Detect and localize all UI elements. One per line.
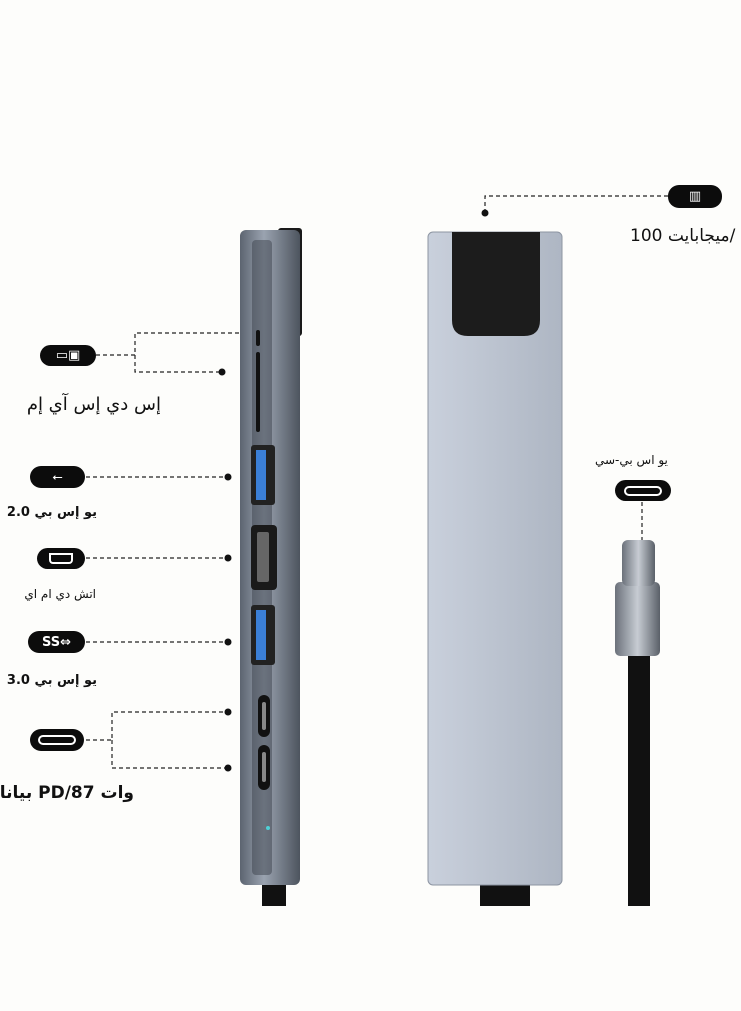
led-indicator bbox=[266, 826, 270, 830]
usb-c-icon bbox=[30, 729, 84, 751]
hub-top-view bbox=[427, 231, 563, 906]
leader-dots bbox=[218, 209, 489, 772]
hdmi-label: اتش دي ام اي bbox=[24, 587, 96, 601]
usb-superspeed-icon: SS⇔ bbox=[28, 631, 85, 653]
hub-side-view bbox=[240, 228, 302, 906]
hdmi-icon bbox=[37, 548, 85, 569]
microsd-slot bbox=[256, 330, 260, 346]
sd-card-icon: ▭▣ bbox=[40, 345, 96, 366]
usbc-input-label: يو اس بي-سي bbox=[595, 453, 668, 467]
usb3-label: يو إس بي 3.0 bbox=[6, 673, 97, 688]
usb2-label: يو إس بي 2.0 bbox=[6, 505, 97, 520]
sd-slot bbox=[256, 352, 260, 432]
usbc-input-cable bbox=[615, 540, 660, 906]
ethernet-icon: ▥ bbox=[668, 185, 722, 208]
ethernet-port bbox=[452, 232, 540, 336]
leader-lines bbox=[86, 195, 668, 769]
ethernet-label: 100 ميجابايت/ bbox=[630, 226, 736, 246]
usbc-pd-label: وات PD/87 بيانات bbox=[0, 783, 134, 803]
card-reader-label: إس دي إس آي إم bbox=[26, 394, 161, 415]
usb-icon: ⭠ bbox=[30, 466, 85, 488]
usb-c-input-icon bbox=[615, 480, 671, 501]
